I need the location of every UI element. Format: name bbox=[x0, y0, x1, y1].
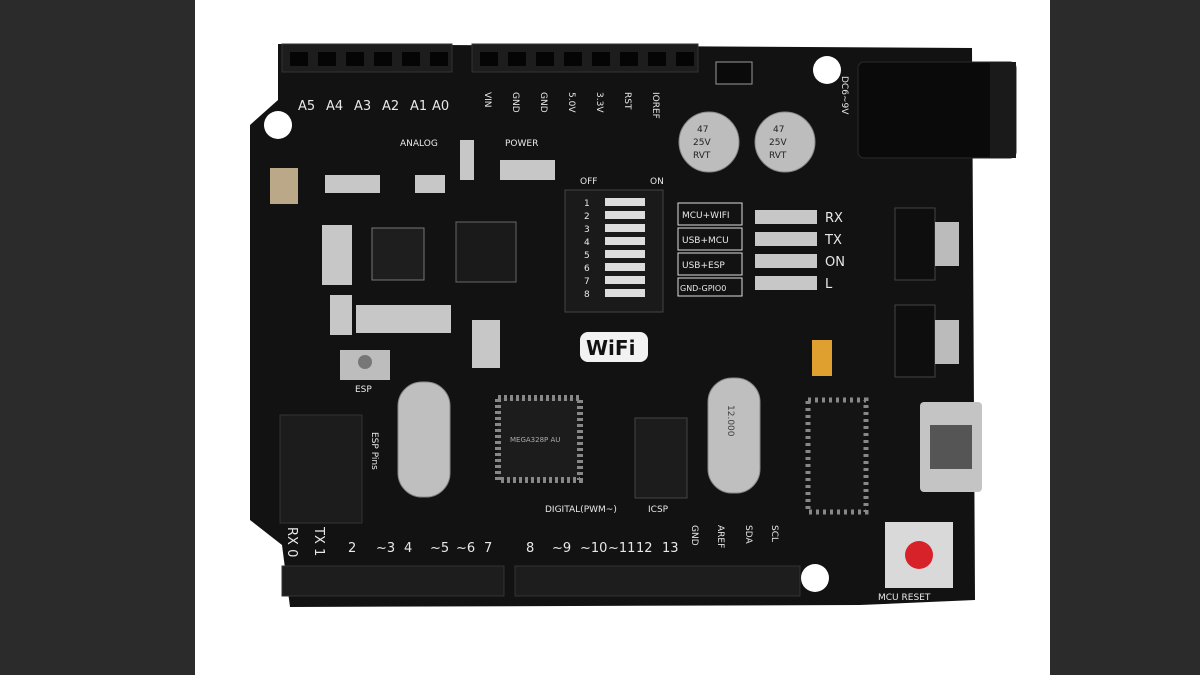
svg-text:MCU+WIFI: MCU+WIFI bbox=[682, 211, 730, 221]
mounting-hole bbox=[813, 56, 841, 84]
svg-text:2: 2 bbox=[348, 541, 356, 556]
dip-number: 8 bbox=[584, 290, 590, 300]
svg-text:25V: 25V bbox=[693, 138, 711, 148]
esp-pins-label: ESP Pins bbox=[369, 432, 379, 470]
digital-pin-labels: RX 0 TX 1 2 ~3 4 ~5 ~6 7 8 ~9 ~10 ~11 12… bbox=[284, 525, 779, 557]
dip-number: 5 bbox=[584, 251, 590, 261]
left-letterbox bbox=[0, 0, 195, 675]
wifi-logo: WiFi bbox=[580, 332, 648, 362]
voltage-regulator bbox=[894, 207, 936, 281]
pin-label: 5.0V bbox=[566, 92, 576, 113]
flash-chip bbox=[455, 221, 517, 283]
digital-label: DIGITAL(PWM~) bbox=[545, 505, 617, 515]
svg-text:~5: ~5 bbox=[430, 541, 449, 556]
led-label: L bbox=[825, 277, 833, 292]
antenna-connector bbox=[270, 168, 298, 204]
esp-chip bbox=[371, 227, 425, 281]
pin-label: GND bbox=[510, 92, 520, 113]
led-label: RX bbox=[825, 211, 843, 226]
icsp-header bbox=[634, 417, 688, 499]
crystal bbox=[397, 381, 451, 498]
dip-number: 1 bbox=[584, 199, 590, 209]
analog-header bbox=[281, 43, 453, 73]
dip-off-label: OFF bbox=[580, 177, 597, 187]
svg-text:SDA: SDA bbox=[743, 525, 753, 544]
svg-text:47: 47 bbox=[697, 125, 708, 135]
mode-labels: MCU+WIFI USB+MCU USB+ESP GND-GPIO0 bbox=[677, 202, 743, 297]
svg-text:USB+ESP: USB+ESP bbox=[682, 261, 725, 271]
pin-label: RST bbox=[622, 92, 632, 110]
svg-text:~10: ~10 bbox=[580, 541, 607, 556]
mcu-chip bbox=[495, 395, 583, 483]
svg-text:GND: GND bbox=[689, 525, 699, 546]
pin-label: A2 bbox=[382, 99, 399, 114]
svg-text:12.000: 12.000 bbox=[725, 405, 735, 437]
svg-text:25V: 25V bbox=[769, 138, 787, 148]
capacitor: 47 25V RVT bbox=[754, 111, 816, 173]
pin-label: A5 bbox=[298, 99, 315, 114]
svg-text:AREF: AREF bbox=[715, 525, 725, 548]
dip-number: 6 bbox=[584, 264, 590, 274]
power-label: POWER bbox=[505, 139, 538, 149]
dc-label: DC6~9V bbox=[839, 76, 849, 115]
svg-text:~6: ~6 bbox=[456, 541, 475, 556]
dip-number: 2 bbox=[584, 212, 590, 222]
pin-label: A3 bbox=[354, 99, 371, 114]
pin-label: 3.3V bbox=[594, 92, 604, 113]
power-pin-labels: VIN GND GND 5.0V 3.3V RST IOREF bbox=[482, 92, 660, 119]
dip-number: 3 bbox=[584, 225, 590, 235]
pin-label: A4 bbox=[326, 99, 343, 114]
usb-serial-chip bbox=[805, 397, 869, 515]
digital-header-low bbox=[281, 565, 505, 597]
analog-pin-labels: A5 A4 A3 A2 A1 A0 bbox=[298, 99, 449, 114]
svg-text:TX 1: TX 1 bbox=[311, 526, 326, 556]
pin-label: A1 bbox=[410, 99, 427, 114]
reset-label: MCU RESET bbox=[878, 593, 931, 603]
svg-text:WiFi: WiFi bbox=[586, 336, 635, 360]
svg-text:~9: ~9 bbox=[552, 541, 571, 556]
svg-text:RX 0: RX 0 bbox=[284, 527, 299, 557]
svg-text:~11: ~11 bbox=[608, 541, 635, 556]
led-label: TX bbox=[824, 233, 842, 248]
icsp-label: ICSP bbox=[648, 505, 669, 515]
svg-text:12: 12 bbox=[636, 541, 653, 556]
digital-header-high bbox=[514, 565, 801, 597]
pin-label: A0 bbox=[432, 99, 449, 114]
crystal bbox=[707, 377, 761, 494]
pin-label: VIN bbox=[482, 92, 492, 108]
svg-text:RVT: RVT bbox=[693, 151, 711, 161]
pin-label: GND bbox=[538, 92, 548, 113]
right-letterbox bbox=[1050, 0, 1200, 675]
svg-text:13: 13 bbox=[662, 541, 679, 556]
analog-label: ANALOG bbox=[400, 139, 438, 149]
esp-pins-header bbox=[279, 414, 363, 524]
dip-number: 4 bbox=[584, 238, 590, 248]
svg-text:USB+MCU: USB+MCU bbox=[682, 236, 729, 246]
svg-text:~3: ~3 bbox=[376, 541, 395, 556]
led-label: ON bbox=[825, 255, 845, 270]
mounting-hole bbox=[264, 111, 292, 139]
dip-on-label: ON bbox=[650, 177, 664, 187]
esp-reset-label: ESP bbox=[355, 385, 372, 395]
mounting-hole bbox=[801, 564, 829, 592]
dip-number: 7 bbox=[584, 277, 590, 287]
svg-text:4: 4 bbox=[404, 541, 412, 556]
svg-text:GND-GPIO0: GND-GPIO0 bbox=[680, 284, 726, 293]
svg-text:MEGA328P AU: MEGA328P AU bbox=[510, 436, 560, 444]
svg-text:RVT: RVT bbox=[769, 151, 787, 161]
svg-text:SCL: SCL bbox=[769, 525, 779, 542]
voltage-regulator bbox=[894, 304, 936, 378]
svg-text:47: 47 bbox=[773, 125, 784, 135]
svg-text:7: 7 bbox=[484, 541, 492, 556]
capacitor: 47 25V RVT bbox=[678, 111, 740, 173]
svg-text:8: 8 bbox=[526, 541, 534, 556]
pin-label: IOREF bbox=[650, 92, 660, 119]
